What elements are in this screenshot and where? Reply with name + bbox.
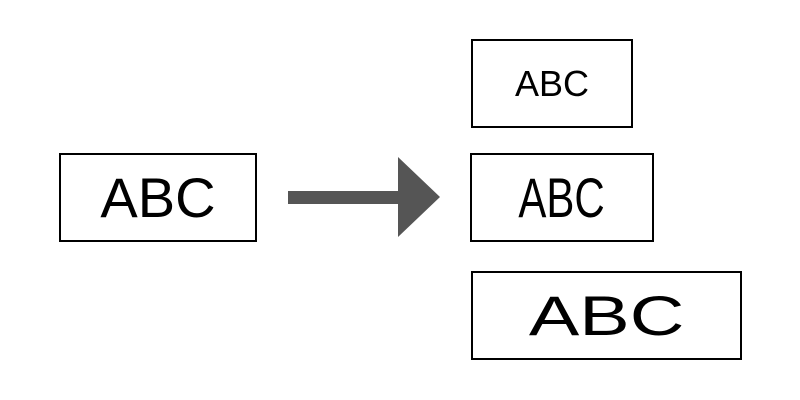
source-text-box: ABC — [59, 153, 257, 242]
result-box-smaller: ABC — [471, 39, 633, 128]
result-text-condensed: ABC — [518, 165, 606, 229]
arrow-shape — [288, 157, 440, 237]
result-text-smaller: ABC — [514, 62, 590, 104]
result-box-expanded: ABC — [471, 271, 742, 360]
result-box-condensed: ABC — [470, 153, 654, 242]
source-text: ABC — [100, 165, 216, 229]
result-text-expanded: ABC — [528, 283, 685, 347]
